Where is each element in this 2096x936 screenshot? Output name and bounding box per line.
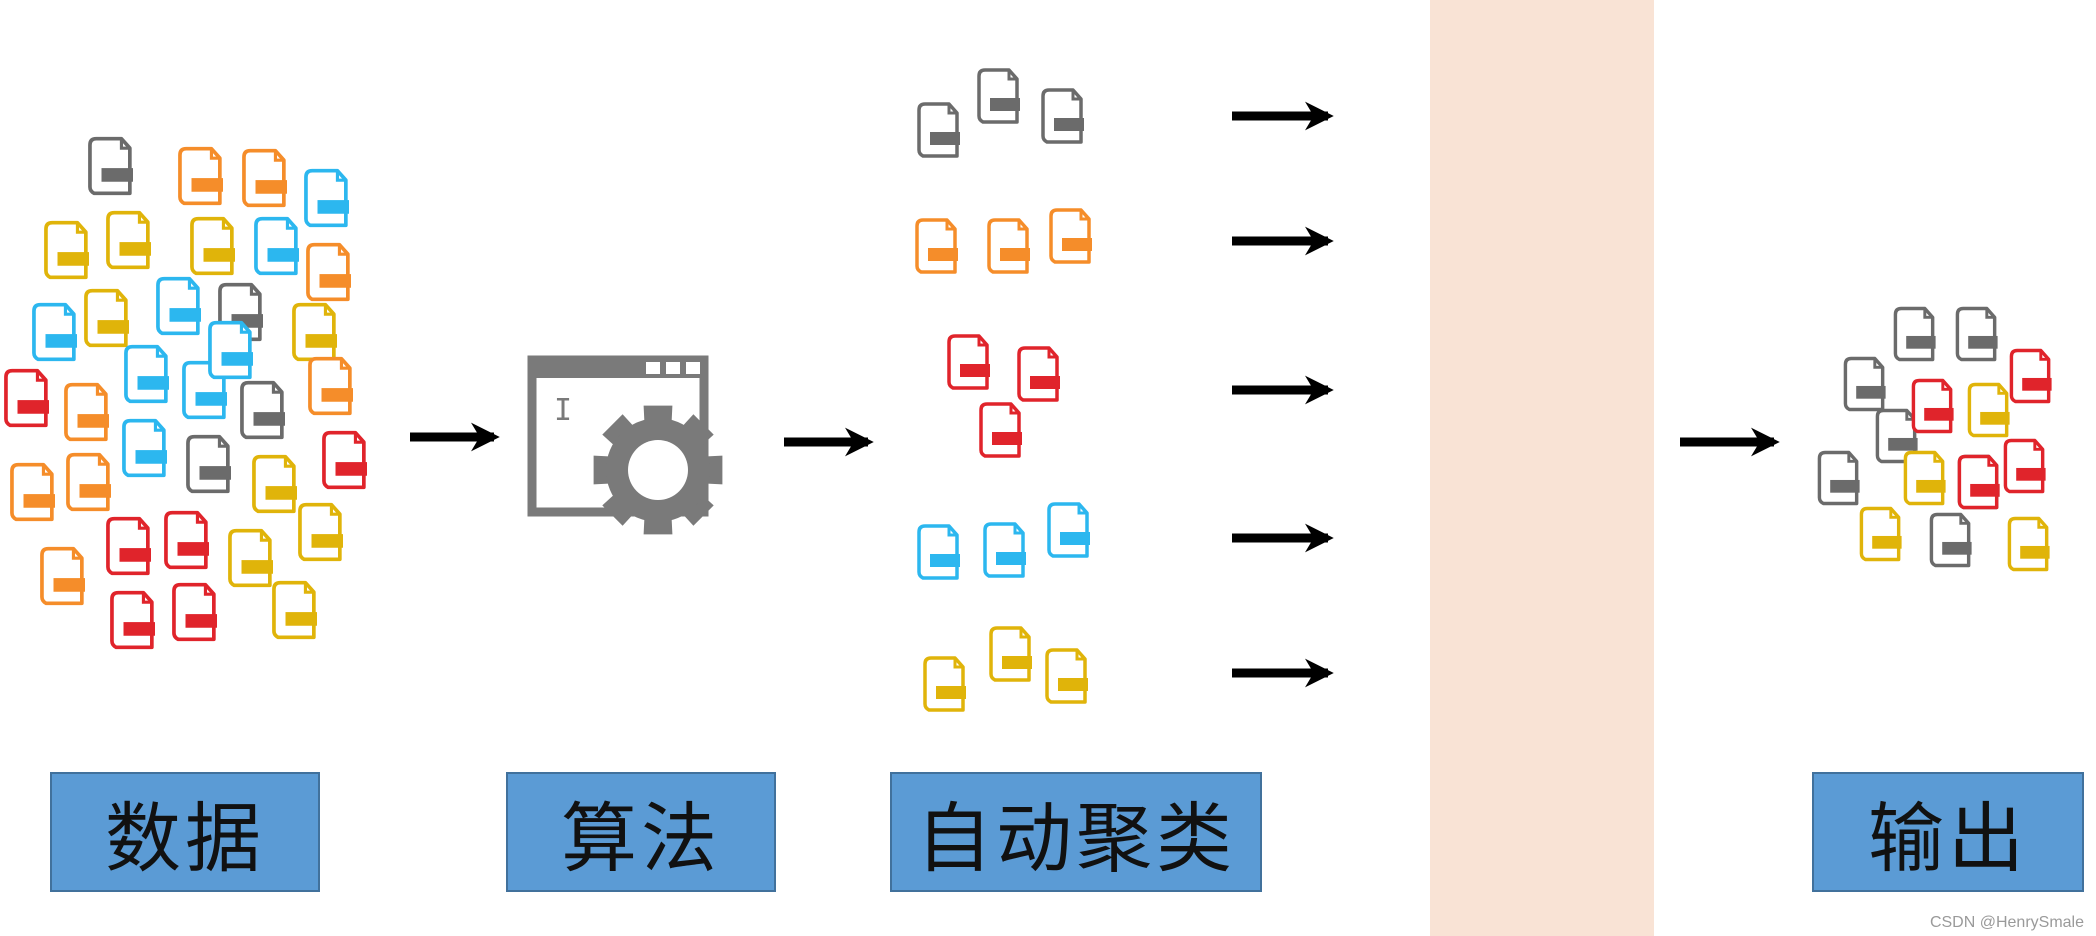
clustering-label: 自动聚类 [916,794,1236,883]
document-icon [190,216,235,276]
document-icon [1955,306,1998,362]
document-icon [1875,408,1918,464]
document-icon [1911,378,1954,434]
clustered-documents [915,68,1092,712]
algorithm-label-box: 算法 [506,772,776,892]
data-label: 数据 [105,794,265,883]
document-icon [40,546,85,606]
output-documents [1817,306,2052,572]
document-icon [2009,348,2052,404]
document-icon [172,582,217,642]
watermark: CSDN @HenrySmale [1929,914,2084,931]
document-icon [917,524,960,580]
document-icon [254,216,299,276]
document-icon [1047,502,1090,558]
document-icon [252,454,297,514]
document-icon [106,210,151,270]
document-icon [124,344,169,404]
document-icon [66,452,111,512]
output-label: 输出 [1868,794,2028,883]
flow-arrows [410,101,1780,688]
document-icon [987,218,1030,274]
document-icon [292,302,337,362]
document-icon [923,656,966,712]
document-icon [989,626,1032,682]
document-icon [298,502,343,562]
document-icon [106,516,151,576]
document-icon [1049,208,1092,264]
document-icon [983,522,1026,578]
algorithm-window-gear-icon: I [527,355,723,535]
document-icon [322,430,367,490]
document-icon [2003,438,2046,494]
document-icon [1859,506,1902,562]
document-icon [306,242,351,302]
algorithm-label: 算法 [561,794,721,883]
document-icon [947,334,990,390]
document-icon [1903,450,1946,506]
clustering-label-box: 自动聚类 [890,772,1262,892]
input-documents [4,136,367,650]
data-label-box: 数据 [50,772,320,892]
document-icon [44,220,89,280]
document-icon [308,356,353,416]
document-icon [164,510,209,570]
document-icon [304,168,349,228]
document-icon [1817,450,1860,506]
document-icon [1843,356,1886,412]
document-icon [1893,306,1936,362]
document-icon [110,590,155,650]
document-icon [1929,512,1972,568]
document-icon [10,462,55,522]
document-icon [2007,516,2050,572]
document-icon [272,580,317,640]
document-icon [32,302,77,362]
document-icon [186,434,231,494]
document-icon [242,148,287,208]
document-icon [208,320,253,380]
document-icon [979,402,1022,458]
document-icon [1041,88,1084,144]
document-icon [977,68,1020,124]
document-icon [1957,454,2000,510]
highlight-band [1430,0,1654,936]
output-label-box: 输出 [1812,772,2084,892]
document-icon [228,528,273,588]
document-icon [1967,382,2010,438]
document-icon [64,382,109,442]
document-icon [156,276,201,336]
document-icon [240,380,285,440]
svg-text:I: I [554,393,572,428]
document-icon [4,368,49,428]
document-icon [88,136,133,196]
document-icon [915,218,958,274]
document-icon [84,288,129,348]
document-icon [1017,346,1060,402]
document-icon [917,102,960,158]
document-icon [178,146,223,206]
document-icon [122,418,167,478]
document-icon [1045,648,1088,704]
